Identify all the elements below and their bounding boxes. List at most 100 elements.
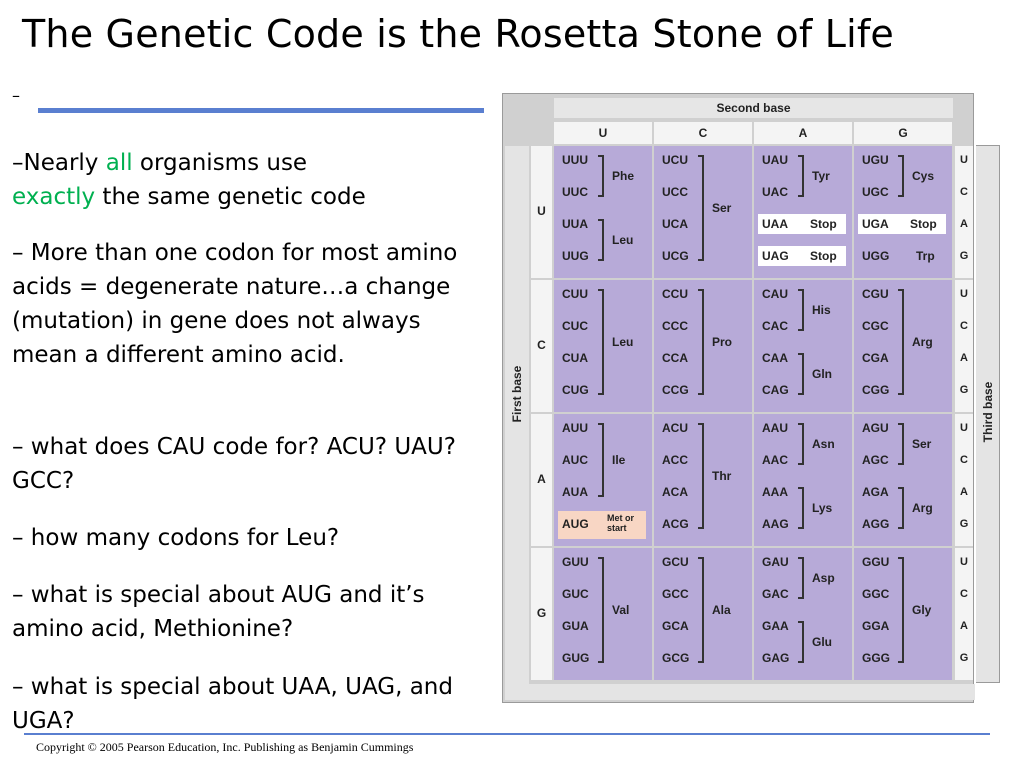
codon-label: AUG [562,517,589,531]
amino-acid-label: Gly [912,603,932,617]
amino-acid-label: Asn [812,437,835,451]
bracket-icon [798,423,804,465]
row-header-letter: C [537,338,546,352]
codon-label: CAG [762,383,789,397]
row-header-c: C [531,280,552,412]
third-base-letter: A [960,352,968,364]
codon-label: CUA [562,351,588,365]
stop-codon-box [758,214,846,234]
amino-acid-label: Leu [612,335,634,349]
first-base-text: First base [510,365,524,423]
bullet-text: how many codons for Leu? [23,525,340,551]
row-header-u: U [531,146,552,278]
codon-label: CGU [862,287,889,301]
third-base-letter: C [960,186,968,198]
amino-acid-label: Pro [712,335,733,349]
third-base-letter: U [960,422,968,434]
third-base-letter: G [959,518,969,530]
row-header-letter: G [536,606,547,620]
amino-acid-label: Asp [812,571,835,585]
codon-label: CUU [562,287,588,301]
footer-rule [24,733,990,735]
bullet-dash: – [12,240,24,266]
bullet-text: what is special about AUG and it’s amino… [12,582,425,642]
codon-label: CGG [862,383,890,397]
bracket-icon [798,289,804,331]
third-base-letter: U [960,154,968,166]
start-label: start [607,523,627,533]
codon-label: UUG [562,249,589,263]
row-header-a: A [531,414,552,546]
codon-label: ACC [662,453,688,467]
stop-label: Stop [810,249,837,263]
codon-label: UAC [762,185,788,199]
third-base-letter: A [960,486,968,498]
bullet-text: organisms use [132,150,308,176]
codon-label: AAA [762,485,788,499]
codon-label: GUG [562,651,590,665]
amino-acid-label: Ser [712,201,732,215]
codon-label: CUG [562,383,589,397]
bracket-icon [898,289,904,395]
codon-label: GUC [562,587,589,601]
bullet-text: More than one codon for most amino acids… [12,240,458,368]
bracket-icon [898,557,904,663]
highlight-exactly: exactly [12,184,96,210]
bracket-icon [698,557,704,663]
bracket-icon [798,155,804,197]
bracket-icon [598,155,604,197]
third-base-letter: G [959,652,969,664]
bullet-stop-question: – what is special about UAA, UAG, and UG… [12,670,490,738]
codon-label: GAG [762,651,790,665]
codon-label: UUU [562,153,588,167]
row-header-g: G [531,548,552,680]
bullet-dash: – [12,674,24,700]
third-base-text: Third base [981,381,995,443]
bracket-icon [798,487,804,529]
row-header-letter: U [537,204,546,218]
codon-label: GCG [662,651,690,665]
third-base-letter: C [960,454,968,466]
third-base-letter: A [960,620,968,632]
bracket-icon [798,353,804,395]
codon-label: GCU [662,555,689,569]
bullet-dash: – [12,582,24,608]
bracket-icon [898,155,904,197]
bullet-leu-question: – how many codons for Leu? [12,521,490,555]
title-underline [38,108,484,113]
amino-acid-label: Trp [916,249,935,263]
bracket-icon [698,289,704,395]
codon-label: CCU [662,287,688,301]
bullet-text: what does CAU code for? ACU? UAU? GCC? [12,434,456,494]
third-base-letters-a: U C A G [955,414,973,546]
bullet-text: the same genetic code [95,184,366,210]
codon-label: AGC [862,453,889,467]
bracket-icon [898,487,904,529]
third-base-letter: G [959,250,969,262]
codon-label: GAU [762,555,789,569]
codon-label: CAU [762,287,788,301]
codon-label: UAU [762,153,788,167]
third-base-letter: G [959,384,969,396]
codon-label: UGU [862,153,889,167]
codon-label: AUC [562,453,588,467]
amino-acid-label: Arg [912,335,933,349]
codon-label: AGG [862,517,890,531]
amino-acid-label: Cys [912,169,935,183]
column-header-c: C [654,122,752,144]
amino-acid-label: Lys [812,501,833,515]
codon-label: GUU [562,555,589,569]
amino-acid-label: Ala [712,603,731,617]
third-base-strip [976,145,1000,683]
codon-label: GCC [662,587,689,601]
bullet-dash: – [12,150,24,176]
